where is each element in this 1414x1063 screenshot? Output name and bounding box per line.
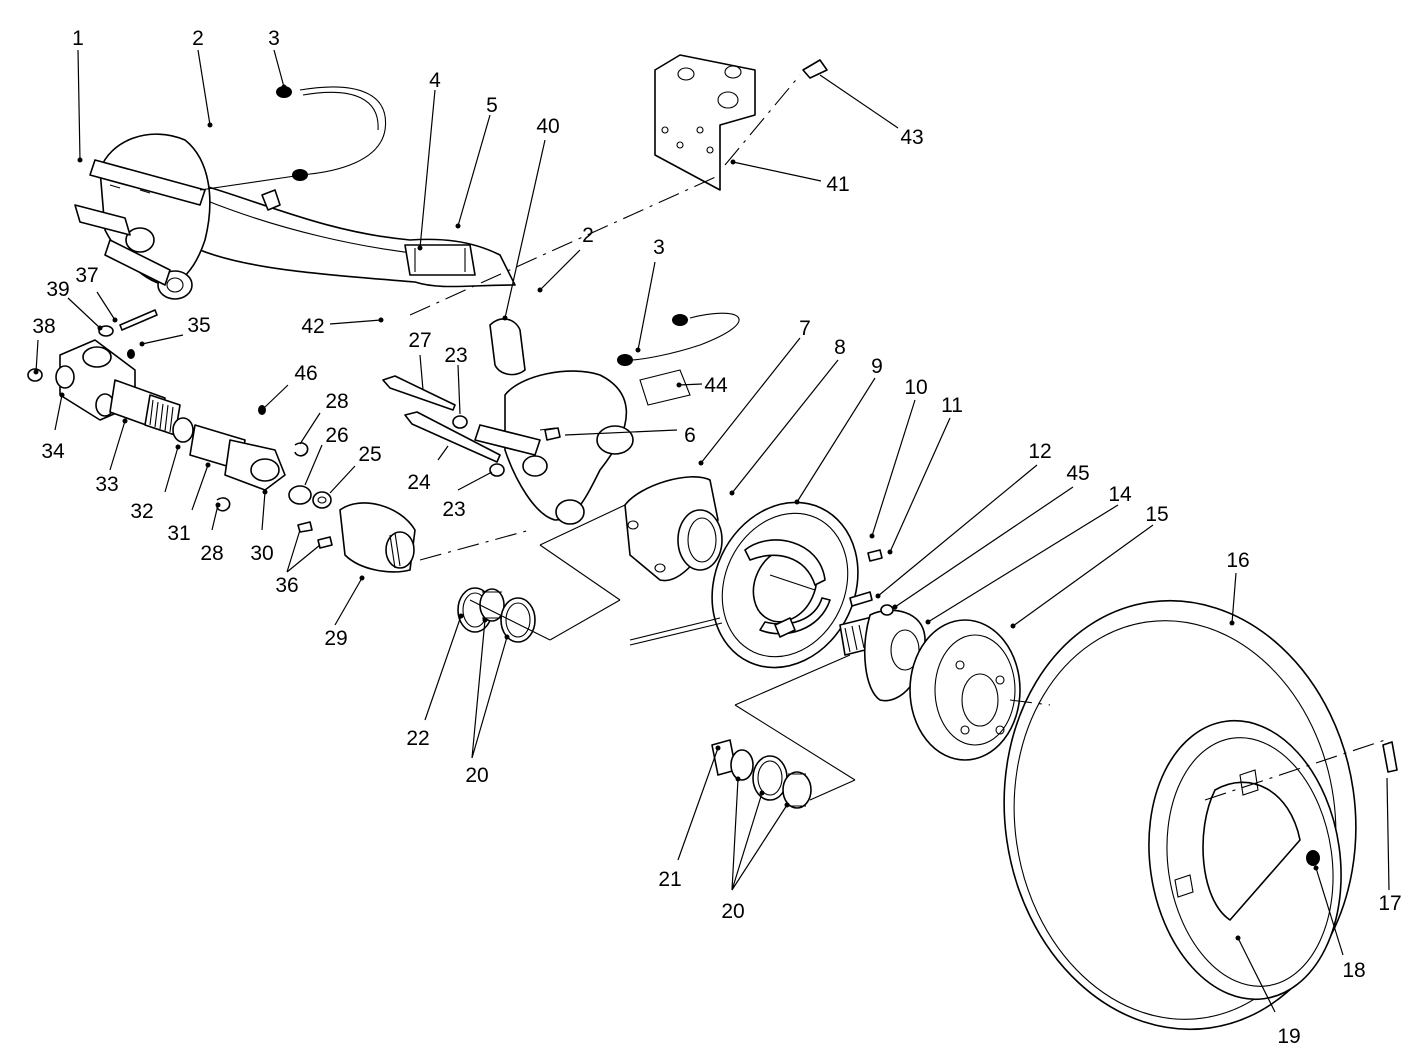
centerlines [409,74,1386,801]
callout-2: 2 [582,224,594,247]
callout-20: 20 [465,764,488,787]
callout-9: 9 [871,355,883,378]
tire-and-wheel [1003,599,1398,1031]
callout-leaders [33,49,1390,1013]
bearing-housing-7 [624,476,723,582]
callout-34: 34 [41,440,65,463]
callout-45: 45 [1066,462,1089,485]
callout-26: 26 [325,424,348,447]
callout-8: 8 [834,336,846,359]
callout-12: 12 [1028,440,1051,463]
callout-2: 2 [192,27,204,50]
callout-35: 35 [187,314,210,337]
callout-38: 38 [32,315,55,338]
bearing-cap-29 [297,502,416,573]
callout-16: 16 [1226,549,1249,572]
callout-3: 3 [268,27,280,50]
axle-frame [74,86,740,525]
hub-and-drum [839,549,1021,761]
callout-3: 3 [653,236,665,259]
callout-11: 11 [941,394,963,417]
callout-20: 20 [721,900,744,923]
callout-14: 14 [1108,483,1132,506]
callout-32: 32 [130,500,153,523]
callout-31: 31 [167,522,190,545]
callout-4: 4 [429,69,441,92]
callout-18: 18 [1342,959,1365,982]
callout-6: 6 [684,424,696,447]
callout-41: 41 [826,173,849,196]
callout-15: 15 [1145,503,1168,526]
long-bolts [382,369,691,477]
callout-33: 33 [95,473,118,496]
callout-30: 30 [250,542,273,565]
callout-28: 28 [325,390,348,413]
callout-21: 21 [658,868,681,891]
callout-37: 37 [75,264,98,287]
callout-44: 44 [704,374,728,397]
callout-24: 24 [407,471,431,494]
callout-10: 10 [904,376,927,399]
bearings-and-races [457,587,812,809]
callout-17: 17 [1378,892,1401,915]
callout-7: 7 [799,317,811,340]
driveshaft-assembly [27,309,332,512]
brake-backing-plate [629,501,859,669]
callout-19: 19 [1277,1025,1300,1048]
callout-23: 23 [444,344,467,367]
callout-23: 23 [442,498,465,521]
callout-27: 27 [408,329,431,352]
callout-40: 40 [536,115,559,138]
callout-39: 39 [46,278,69,301]
callout-22: 22 [406,727,429,750]
callout-46: 46 [294,362,317,385]
callout-29: 29 [324,627,347,650]
mounting-bracket-41 [654,54,828,191]
callout-25: 25 [358,443,381,466]
callout-42: 42 [301,315,324,338]
callout-43: 43 [900,126,923,149]
callout-1: 1 [72,27,84,50]
callout-28: 28 [200,542,223,565]
callout-5: 5 [486,94,498,117]
callout-36: 36 [275,574,298,597]
callout-labels: 1 2 3 4 5 40 43 41 2 3 42 37 39 38 35 34… [32,27,1401,1048]
